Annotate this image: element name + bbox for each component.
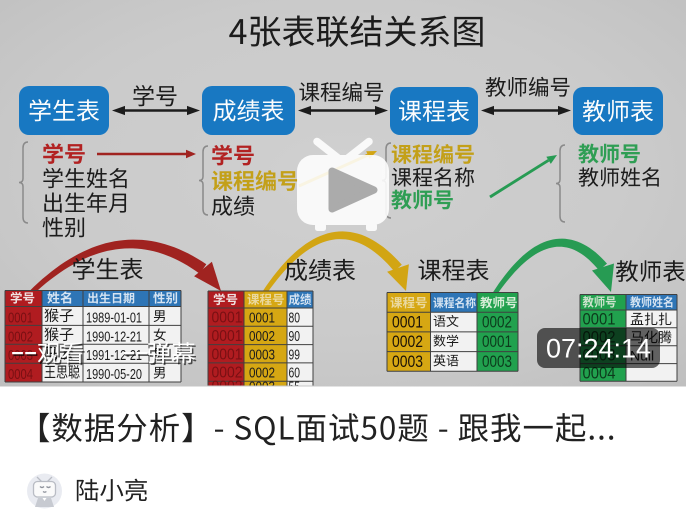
svg-text:0002: 0002 xyxy=(249,329,275,345)
svg-text:55: 55 xyxy=(289,380,301,396)
svg-text:1990-05-20: 1990-05-20 xyxy=(86,367,142,383)
svg-text:0002: 0002 xyxy=(482,313,512,331)
svg-text:0002: 0002 xyxy=(8,328,33,345)
svg-text:1989-01-01: 1989-01-01 xyxy=(86,310,142,326)
svg-text:0001: 0001 xyxy=(583,311,616,329)
svg-text:0001: 0001 xyxy=(212,346,243,363)
svg-text:0001: 0001 xyxy=(392,313,423,331)
svg-text:1991-12-21: 1991-12-21 xyxy=(86,348,142,364)
svg-text:0002: 0002 xyxy=(392,333,423,351)
svg-text:0003: 0003 xyxy=(482,353,512,371)
svg-text:60: 60 xyxy=(289,366,301,382)
svg-text:0004: 0004 xyxy=(583,364,616,382)
svg-text:90: 90 xyxy=(289,329,301,345)
svg-text:99: 99 xyxy=(289,347,301,363)
svg-text:0001: 0001 xyxy=(212,328,243,345)
svg-text:0001: 0001 xyxy=(212,310,243,327)
svg-text:0001: 0001 xyxy=(8,309,33,326)
svg-text:80: 80 xyxy=(289,311,301,327)
svg-text:0003: 0003 xyxy=(392,353,423,371)
svg-text:07:24:14: 07:24:14 xyxy=(546,333,651,363)
svg-text:1990-12-21: 1990-12-21 xyxy=(86,329,142,345)
svg-text:0002: 0002 xyxy=(249,366,275,382)
svg-text:0004: 0004 xyxy=(8,366,33,383)
svg-text:0003: 0003 xyxy=(249,347,275,363)
svg-text:0001: 0001 xyxy=(482,333,512,351)
svg-text:0001: 0001 xyxy=(249,311,275,327)
svg-text:0002: 0002 xyxy=(212,365,243,382)
svg-text:0002: 0002 xyxy=(212,379,243,396)
svg-text:0003: 0003 xyxy=(249,380,275,396)
